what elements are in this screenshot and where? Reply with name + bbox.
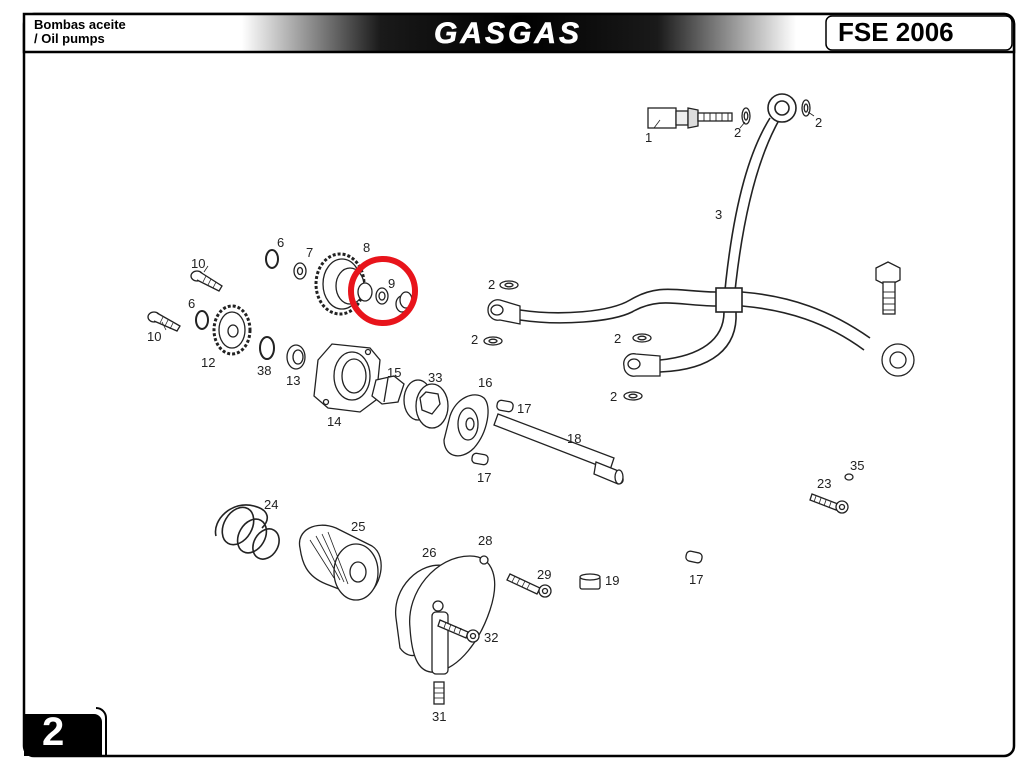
part-16-pump-cover: [443, 394, 489, 457]
part-35-washer: [844, 473, 854, 481]
part-32-bolt: [437, 619, 480, 643]
part-6-circlip-lower: [195, 310, 209, 330]
callout-28: 28: [478, 533, 492, 548]
part-31-stud: [433, 681, 445, 705]
part-13-seal: [286, 344, 306, 370]
callout-26: 26: [422, 545, 436, 560]
callout-6: 6: [277, 235, 284, 250]
callout-17: 17: [517, 401, 531, 416]
part-14-pump-housing: [313, 343, 381, 413]
callout-labels: 1 2 2 3 6 7 8 9 10 6 10 12 38 13 14 15 3…: [147, 115, 864, 724]
part-12-gear: [212, 304, 252, 356]
leader-lines: [161, 111, 815, 331]
part-25-oil-filter: [298, 524, 382, 601]
callout-31: 31: [432, 709, 446, 724]
callout-17: 17: [689, 572, 703, 587]
part-10-bolt-upper: [190, 270, 223, 292]
part-18-shaft: [493, 413, 624, 485]
callout-2: 2: [471, 332, 478, 347]
callout-35: 35: [850, 458, 864, 473]
part-28-filter-cover: [409, 555, 496, 675]
part-38-circlip: [259, 336, 275, 360]
page-title-en: / Oil pumps: [34, 31, 105, 46]
callout-2: 2: [734, 125, 741, 140]
part-6-circlip-upper: [265, 249, 279, 269]
callout-8: 8: [363, 240, 370, 255]
page-tab-edge: [95, 707, 107, 756]
callout-2: 2: [488, 277, 495, 292]
part-29-bolt: [506, 573, 552, 598]
callout-7: 7: [306, 245, 313, 260]
part-24-spring: [214, 504, 280, 560]
page-title-es: Bombas aceite: [34, 17, 126, 32]
highlight-circle: [348, 256, 418, 326]
callout-32: 32: [484, 630, 498, 645]
part-10-bolt-lower: [147, 311, 181, 332]
parts-drawing: [147, 93, 915, 705]
callout-10: 10: [147, 329, 161, 344]
callout-2: 2: [610, 389, 617, 404]
part-33-rotor: [403, 379, 449, 429]
callout-14: 14: [327, 414, 341, 429]
callout-38: 38: [257, 363, 271, 378]
callout-24: 24: [264, 497, 278, 512]
pipe-banjo-bottom: [623, 353, 661, 377]
callout-6: 6: [188, 296, 195, 311]
part-19-plug: [579, 573, 601, 590]
part-15-rotor: [371, 375, 405, 405]
pipe-banjo-right: [881, 343, 915, 377]
part-9-bushings: [357, 282, 413, 313]
part-17-dowel-right: [685, 550, 703, 564]
page-number: 2: [42, 710, 65, 754]
callout-13: 13: [286, 373, 300, 388]
part-1-connector: [647, 107, 733, 129]
part-17-dowel-lower: [471, 452, 489, 466]
part-3-oil-pipe: [519, 93, 871, 373]
callout-16: 16: [478, 375, 492, 390]
callout-12: 12: [201, 355, 215, 370]
callout-1: 1: [645, 130, 652, 145]
callout-2: 2: [815, 115, 822, 130]
part-23-bolt: [809, 493, 849, 514]
callout-9: 9: [388, 276, 395, 291]
banjo-bolt-right: [875, 261, 901, 315]
callout-29: 29: [537, 567, 551, 582]
callout-3: 3: [715, 207, 722, 222]
model-box: [825, 15, 1013, 51]
callout-15: 15: [387, 365, 401, 380]
page-frame: [22, 12, 1016, 758]
model-label: FSE 2006: [838, 17, 954, 47]
brand-logo: GASGAS: [434, 17, 582, 50]
callout-19: 19: [605, 573, 619, 588]
callout-23: 23: [817, 476, 831, 491]
header-band: [22, 12, 1016, 54]
pipe-banjo-left: [487, 299, 521, 325]
page-number-tab: [24, 714, 102, 756]
part-17-dowel-upper: [496, 399, 514, 413]
callout-10: 10: [191, 256, 205, 271]
callout-18: 18: [567, 431, 581, 446]
callout-25: 25: [351, 519, 365, 534]
callout-33: 33: [428, 370, 442, 385]
callout-2: 2: [614, 331, 621, 346]
callout-17: 17: [477, 470, 491, 485]
